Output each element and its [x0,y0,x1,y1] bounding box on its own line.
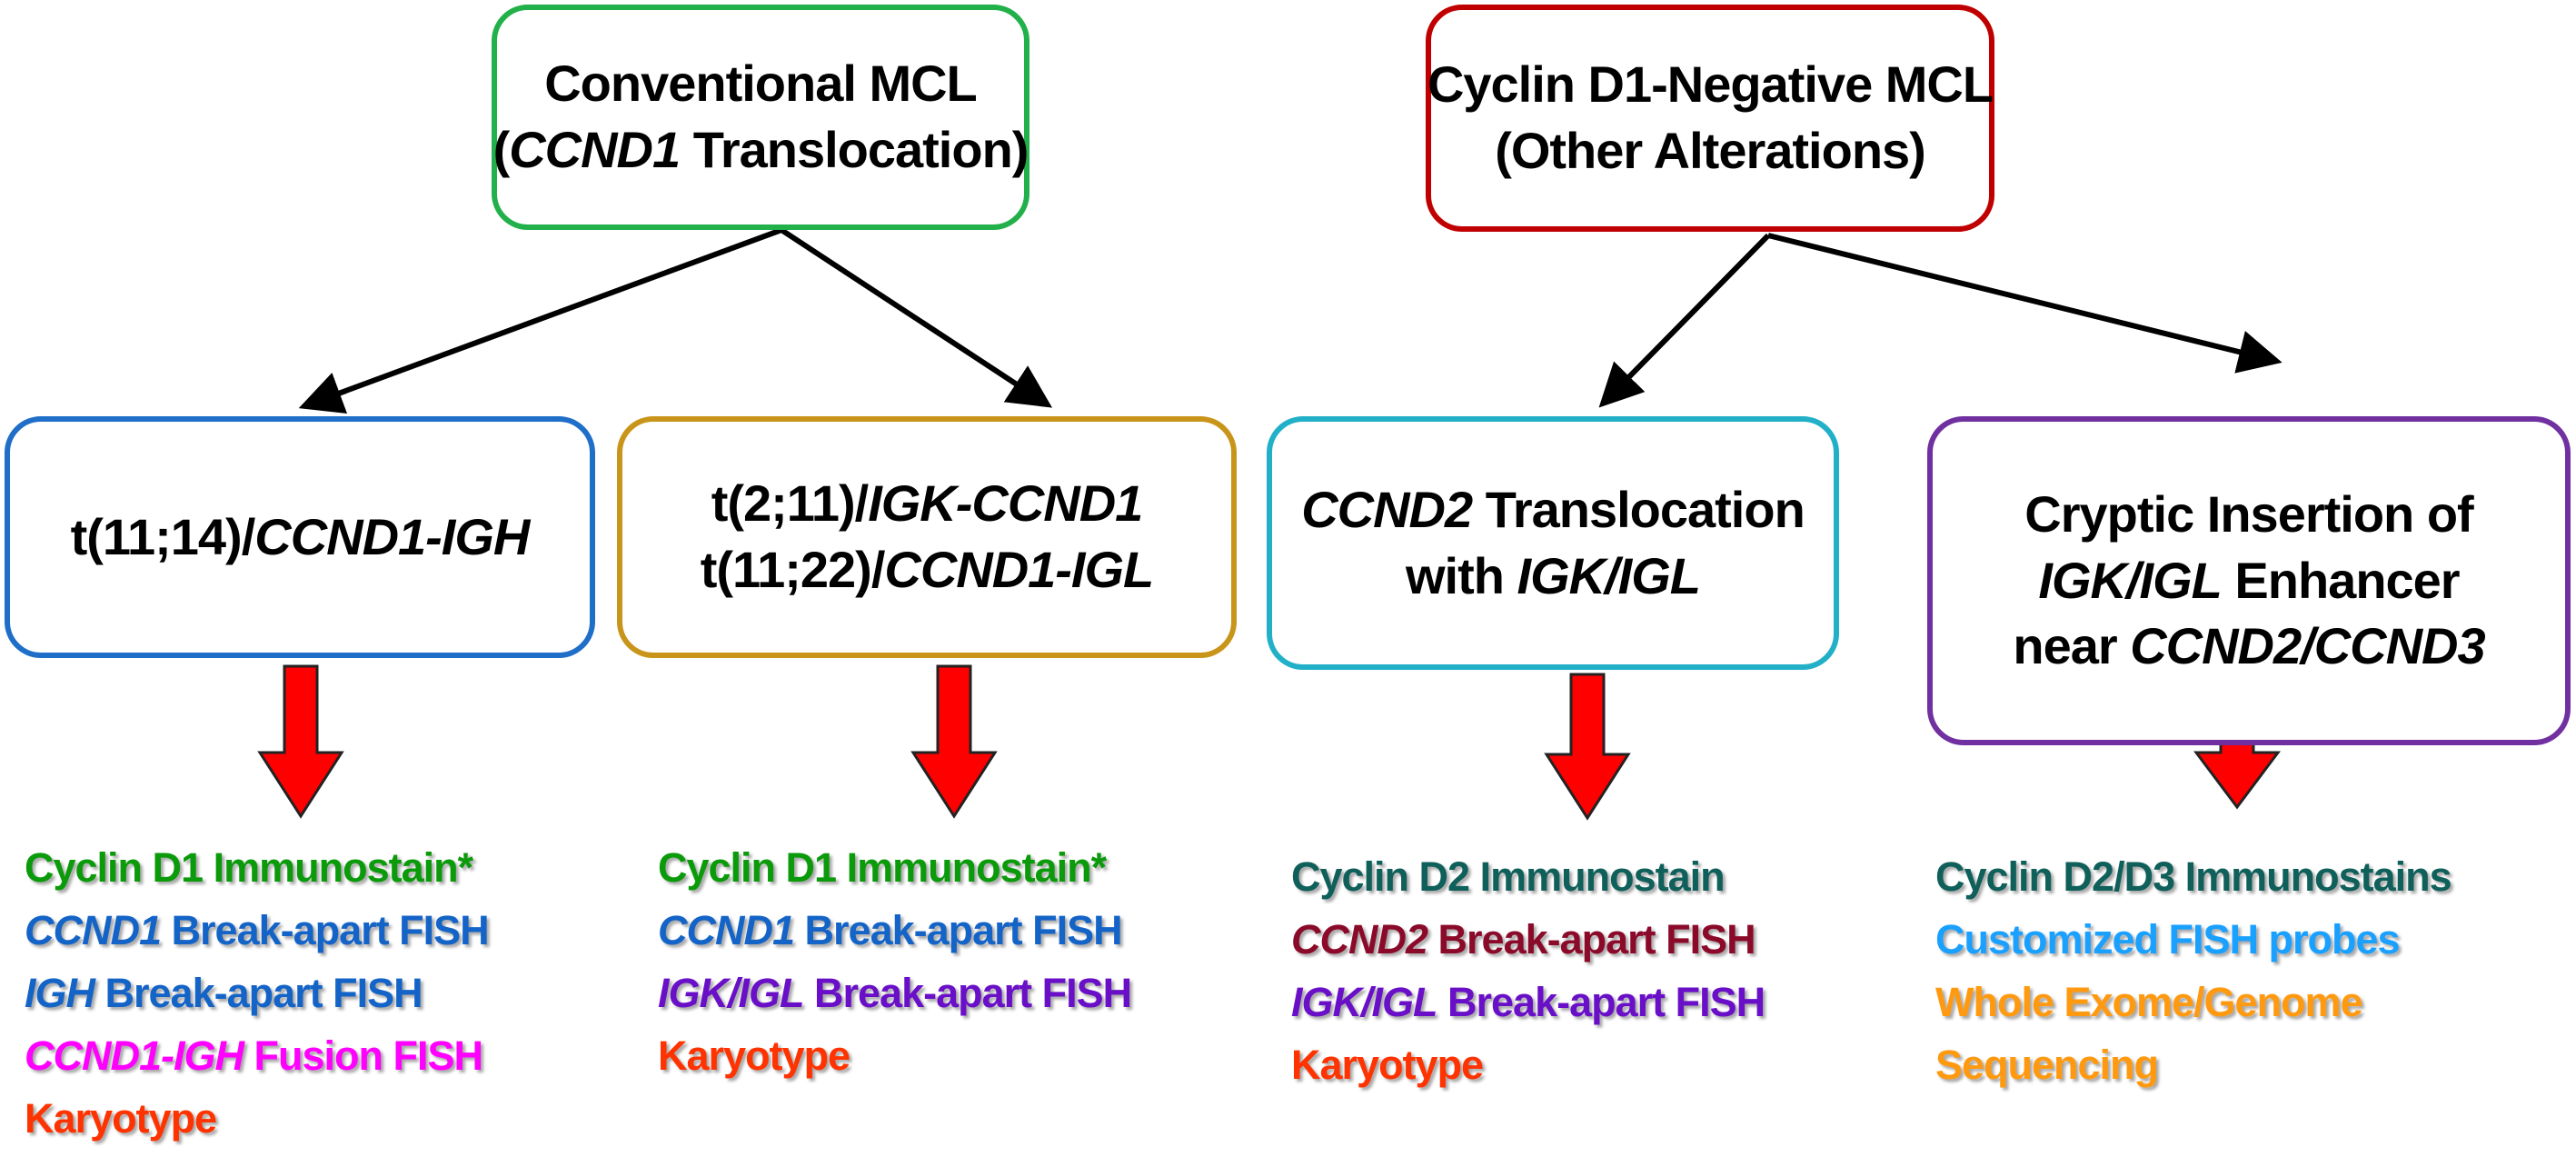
text-segment: Conventional MCL [544,55,978,113]
text-segment: ( [492,121,511,178]
test-item: CCND2 Break-apart FISH [1291,908,1765,971]
text-segment: Break-apart FISH [94,970,423,1016]
test-item: Cyclin D1 Immunostain* [25,836,489,899]
text-segment: Karyotype [25,1095,217,1142]
box-title-line: Conventional MCL [544,51,978,117]
box-title-line: (CCND1 Translocation) [493,117,1029,184]
box-title-line: CCND2 Translocation [1301,477,1805,544]
box-title-line: IGK/IGL Enhancer [2038,548,2460,614]
text-segment: Translocation) [680,121,1029,178]
test-item: Karyotype [658,1024,1131,1087]
test-item: CCND1 Break-apart FISH [25,899,490,962]
box-conventional-mcl: Conventional MCL(CCND1 Translocation) [492,5,1029,230]
text-segment: Cyclin D1 Immunostain* [658,844,1107,891]
gene-name: CCND1 [509,121,681,178]
text-segment: Cryptic Insertion of [2024,484,2473,543]
test-item: Cyclin D2 Immunostain [1291,845,1765,908]
text-segment: Break-apart FISH [1427,916,1756,963]
box-title-line: with IGK/IGL [1406,544,1701,610]
box-title-line: Cryptic Insertion of [2024,482,2473,548]
connector-conventional-to-t11-14 [298,227,783,414]
red-down-arrow-icon [910,664,998,819]
text-segment: Cyclin D2 Immunostain [1291,853,1726,900]
red-down-arrow-icon [1544,673,1631,821]
test-item: Whole Exome/Genome [1935,971,2452,1033]
gene-name: CCND2 [1301,480,1473,538]
test-item: Cyclin D2/D3 Immunostains [1935,845,2452,908]
gene-name: IGK/IGL [1291,979,1437,1025]
text-segment: near [2013,617,2131,675]
gene-name: CCND1 [25,907,162,953]
text-segment: Break-apart FISH [1437,979,1765,1025]
test-item: Cyclin D1 Immunostain* [658,836,1131,899]
gene-name: IGK/IGL [2038,551,2222,609]
test-item: Karyotype [25,1087,489,1150]
test-list-t2-11: Cyclin D1 Immunostain* CCND1 Break-apart … [658,836,1132,1087]
test-item: Customized FISH probes [1935,908,2452,971]
text-segment: t(11;14)/ [70,507,256,565]
box-title-line: t(2;11)/IGK-CCND1 [711,471,1144,537]
connector-negative-to-cryptic [1767,233,2283,374]
connector-negative-to-ccnd2 [1598,233,1771,408]
gene-name: IGH [25,970,95,1016]
text-segment: t(2;11)/ [711,474,869,533]
gene-name: CCND1 [658,907,795,953]
gene-name: IGK-CCND1 [868,474,1143,533]
test-item: Sequencing [1935,1033,2452,1096]
test-list-t11-14: Cyclin D1 Immunostain* CCND1 Break-apart … [25,836,490,1150]
test-item: IGK/IGL Break-apart FISH [658,962,1132,1024]
gene-name: CCND1-IGH [25,1032,244,1079]
test-item: CCND1-IGH Fusion FISH [25,1024,489,1087]
text-segment: Cyclin D1-Negative MCL [1427,55,1994,114]
test-item: IGK/IGL Break-apart FISH [1291,971,1765,1033]
text-segment: t(11;22)/ [700,541,886,598]
gene-name: IGK/IGL [1517,546,1701,604]
text-segment: Fusion FISH [244,1032,484,1079]
text-segment: Translocation [1472,480,1805,538]
text-segment: Cyclin D2/D3 Immunostains [1935,853,2452,900]
text-segment: with [1406,546,1517,604]
box-title-line: (Other Alterations) [1495,118,1926,185]
connector-conventional-to-t2-11 [780,227,1053,408]
text-segment: (Other Alterations) [1495,122,1926,179]
box-title-line: near CCND2/CCND3 [2013,613,2485,680]
text-segment: Karyotype [658,1032,850,1079]
gene-name: CCND1-IGL [884,541,1154,598]
red-down-arrow-icon [257,664,344,819]
text-segment: Break-apart FISH [161,907,490,953]
gene-name: CCND2/CCND3 [2130,617,2485,675]
text-segment: Sequencing [1935,1042,2159,1088]
test-item: Karyotype [1291,1033,1765,1096]
test-item: CCND1 Break-apart FISH [658,899,1131,962]
text-segment: Whole Exome/Genome [1935,979,2363,1025]
red-down-arrows [257,664,2281,821]
text-segment: Enhancer [2221,551,2460,609]
text-segment: Karyotype [1291,1042,1484,1088]
gene-name: CCND1-IGH [254,507,530,565]
box-t11-14: t(11;14)/CCND1-IGH [5,416,595,658]
box-title-line: t(11;14)/CCND1-IGH [70,504,531,571]
text-segment: Break-apart FISH [794,907,1123,953]
gene-name: CCND2 [1291,916,1428,963]
text-segment: Cyclin D1 Immunostain* [25,844,473,891]
text-segment: Break-apart FISH [803,970,1132,1016]
gene-name: IGK/IGL [658,970,804,1016]
box-title-line: t(11;22)/CCND1-IGL [700,537,1155,603]
box-cyclin-d1-negative-mcl: Cyclin D1-Negative MCL (Other Alterations… [1426,5,1994,232]
box-title-line: Cyclin D1-Negative MCL [1427,52,1994,118]
test-item: IGH Break-apart FISH [25,962,489,1024]
text-segment: Customized FISH probes [1935,916,2401,963]
